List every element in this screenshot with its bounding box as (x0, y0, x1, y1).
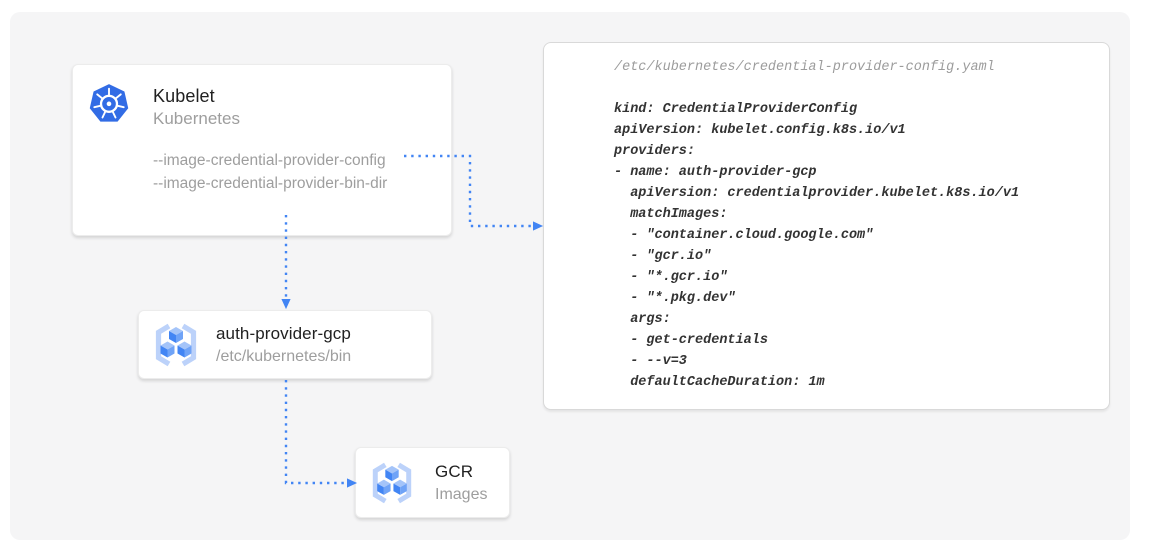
node-kubelet: Kubelet Kubernetes --image-credential-pr… (72, 64, 452, 236)
kubelet-flags: --image-credential-provider-config --ima… (153, 149, 387, 195)
config-yaml-code: kind: CredentialProviderConfig apiVersio… (614, 102, 1020, 390)
kubelet-title: Kubelet (153, 86, 215, 106)
auth-provider-title: auth-provider-gcp (216, 324, 351, 343)
config-yaml-panel: /etc/kubernetes/credential-provider-conf… (543, 42, 1110, 410)
gcr-icon (368, 462, 416, 504)
node-gcr: GCR Images (355, 447, 510, 518)
kubelet-subtitle: Kubernetes (153, 109, 240, 128)
auth-provider-subtitle: /etc/kubernetes/bin (216, 348, 352, 365)
kubelet-flag-bin-dir: --image-credential-provider-bin-dir (153, 175, 388, 192)
gcr-title: GCR (435, 462, 474, 481)
gcr-subtitle: Images (435, 486, 488, 503)
kubernetes-icon (88, 82, 130, 124)
gcr-icon (151, 323, 201, 367)
config-file-path: /etc/kubernetes/credential-provider-conf… (614, 60, 995, 75)
node-auth-provider-gcp: auth-provider-gcp /etc/kubernetes/bin (138, 310, 432, 379)
kubelet-flag-config: --image-credential-provider-config (153, 152, 386, 169)
